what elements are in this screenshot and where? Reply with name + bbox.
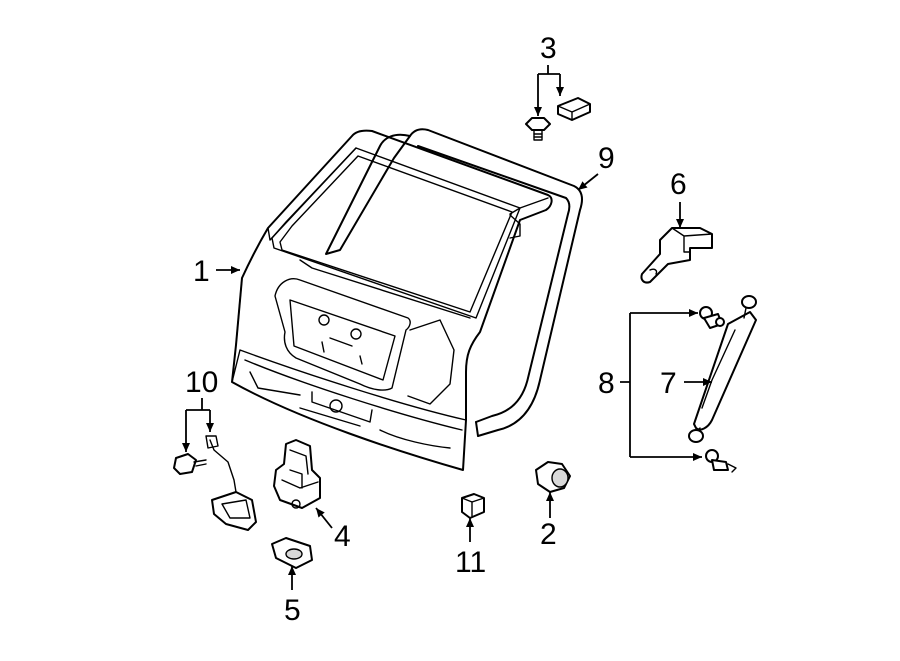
latch-part bbox=[273, 439, 321, 509]
ball-stud-lower-part bbox=[705, 449, 737, 473]
leader-4 bbox=[315, 507, 333, 529]
leader-10a bbox=[186, 398, 210, 452]
callout-4: 4 bbox=[334, 520, 351, 553]
callout-5: 5 bbox=[284, 594, 301, 627]
leader-lines bbox=[186, 65, 712, 590]
gas-strut-part bbox=[688, 295, 757, 443]
weatherstrip-part bbox=[325, 128, 583, 437]
leader-8a bbox=[620, 313, 698, 457]
callout-1: 1 bbox=[193, 255, 210, 288]
cushion-part bbox=[461, 493, 485, 519]
leader-9 bbox=[577, 173, 599, 191]
callout-9: 9 bbox=[598, 142, 615, 175]
liftgate-part bbox=[231, 129, 553, 471]
bumper-stop-part bbox=[535, 461, 571, 493]
callout-10: 10 bbox=[185, 366, 218, 399]
handle-harness-part bbox=[173, 435, 257, 531]
hinge-part bbox=[640, 227, 713, 284]
callout-7: 7 bbox=[660, 367, 677, 400]
leader-3a bbox=[538, 65, 560, 116]
callout-6: 6 bbox=[670, 168, 687, 201]
callout-3: 3 bbox=[540, 32, 557, 65]
callout-labels: 1 2 3 4 5 6 7 8 9 10 11 bbox=[185, 32, 687, 627]
ball-stud-upper-part bbox=[699, 306, 725, 329]
bolt-clip-part bbox=[525, 97, 591, 141]
switch-part bbox=[271, 537, 313, 569]
callout-2: 2 bbox=[540, 518, 557, 551]
callout-8: 8 bbox=[598, 367, 615, 400]
callout-11: 11 bbox=[455, 546, 486, 579]
